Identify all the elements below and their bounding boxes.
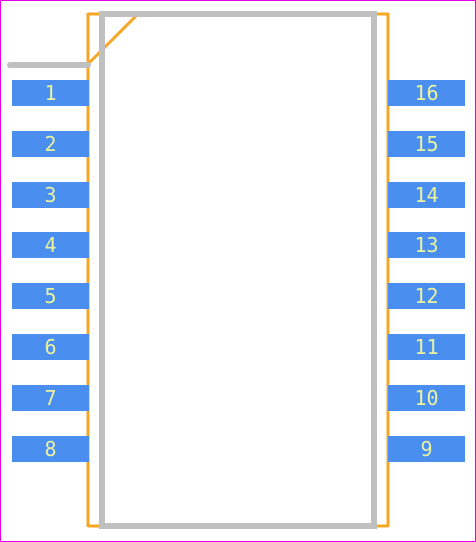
pad-2[interactable]: 2 — [12, 131, 89, 157]
pad-7[interactable]: 7 — [12, 385, 89, 411]
pad-14[interactable]: 14 — [388, 182, 465, 208]
component-body — [99, 11, 377, 529]
pad-3[interactable]: 3 — [12, 182, 89, 208]
pad-5[interactable]: 5 — [12, 283, 89, 309]
pad-16[interactable]: 16 — [388, 80, 465, 106]
pad-1[interactable]: 1 — [12, 80, 89, 106]
pad-6[interactable]: 6 — [12, 334, 89, 360]
pad-4[interactable]: 4 — [12, 232, 89, 258]
pad-10[interactable]: 10 — [388, 385, 465, 411]
pad-13[interactable]: 13 — [388, 232, 465, 258]
pad-11[interactable]: 11 — [388, 334, 465, 360]
pad-12[interactable]: 12 — [388, 283, 465, 309]
pad-15[interactable]: 15 — [388, 131, 465, 157]
pad-9[interactable]: 9 — [388, 436, 465, 462]
pin1-chamfer-mark — [86, 14, 138, 66]
pad-8[interactable]: 8 — [12, 436, 89, 462]
